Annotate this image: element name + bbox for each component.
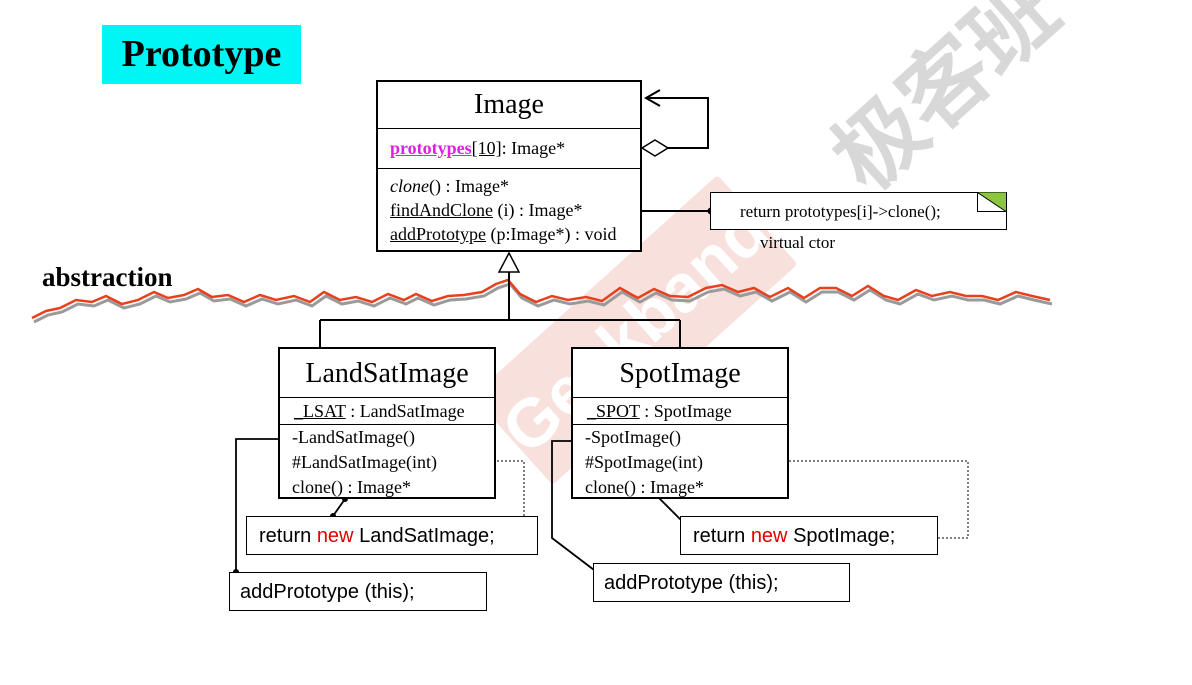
landsat-class-operations: -LandSatImage() #LandSatImage(int) clone… <box>280 424 494 500</box>
op-addprototype: addPrototype (p:Image*) : void <box>390 222 640 246</box>
op-findandclone-rest: (i) : Image* <box>493 200 583 220</box>
aggregation-diamond <box>640 139 670 157</box>
spot-return-suffix: SpotImage; <box>787 525 896 547</box>
op-clone: clone() : Image* <box>390 174 640 198</box>
op-findandclone: findAndClone (i) : Image* <box>390 198 640 222</box>
virtual-ctor-note: return prototypes[i]->clone(); <box>710 192 1007 230</box>
spot-attribute: _SPOT <box>587 401 640 421</box>
image-class-attributes: prototypes[10]: Image* <box>378 128 640 168</box>
spot-class-name: SpotImage <box>619 358 741 389</box>
landsat-new-keyword: new <box>316 525 354 547</box>
abstraction-wave <box>31 278 1051 320</box>
page-title: Prototype <box>102 25 301 84</box>
prototypes-index: [10] <box>471 138 502 158</box>
lsat-type: : LandSatImage <box>345 401 465 421</box>
landsat-return-suffix: LandSatImage; <box>353 525 495 547</box>
landsat-class-attributes: _LSAT : LandSatImage <box>280 397 494 424</box>
op-clone-rest: () : Image* <box>428 176 509 196</box>
lsat-attribute: _LSAT <box>294 401 346 421</box>
note-corner-icon <box>977 192 1007 212</box>
prototypes-attribute: prototypes <box>390 138 472 158</box>
spot-op-protected-ctor: #SpotImage(int) <box>585 452 703 472</box>
spot-return-prefix: return <box>693 525 751 547</box>
spot-addprototype-code: addPrototype (this); <box>593 563 850 602</box>
spot-class-box: SpotImage _SPOT : SpotImage -SpotImage()… <box>571 347 789 499</box>
op-clone-name: clone <box>390 176 429 196</box>
abstraction-label: abstraction <box>42 262 173 292</box>
spot-op-private-ctor: -SpotImage() <box>585 427 681 447</box>
landsat-addprototype-code: addPrototype (this); <box>229 572 487 611</box>
spot-class-operations: -SpotImage() #SpotImage(int) clone() : I… <box>573 424 787 500</box>
op-findandclone-name: findAndClone <box>390 200 493 220</box>
landsat-return-code: return new LandSatImage; <box>246 516 538 555</box>
spot-op-clone: clone() : Image* <box>585 477 704 497</box>
spot-class-attributes: _SPOT : SpotImage <box>573 397 787 424</box>
abstraction-wave-shadow <box>33 282 1053 324</box>
image-class-operations: clone() : Image* findAndClone (i) : Imag… <box>378 168 640 246</box>
spot-new-keyword: new <box>750 525 788 547</box>
image-class-name: Image <box>474 89 544 120</box>
note-caption: virtual ctor <box>760 233 836 252</box>
landsat-op-private-ctor: -LandSatImage() <box>292 427 415 447</box>
landsat-op-clone: clone() : Image* <box>292 477 411 497</box>
spot-type: : SpotImage <box>639 401 732 421</box>
landsat-class-box: LandSatImage _LSAT : LandSatImage -LandS… <box>278 347 496 499</box>
landsat-return-prefix: return <box>259 525 317 547</box>
inheritance-triangle <box>497 251 521 273</box>
op-addprototype-name: addPrototype <box>390 224 486 244</box>
landsat-class-name: LandSatImage <box>305 358 469 389</box>
prototypes-type: : Image* <box>501 138 566 158</box>
note-text: return prototypes[i]->clone(); <box>740 202 941 221</box>
image-class-box: Image prototypes[10]: Image* clone() : I… <box>376 80 642 252</box>
op-addprototype-rest: (p:Image*) : void <box>486 224 617 244</box>
spot-return-code: return new SpotImage; <box>680 516 938 555</box>
landsat-op-protected-ctor: #LandSatImage(int) <box>292 452 437 472</box>
